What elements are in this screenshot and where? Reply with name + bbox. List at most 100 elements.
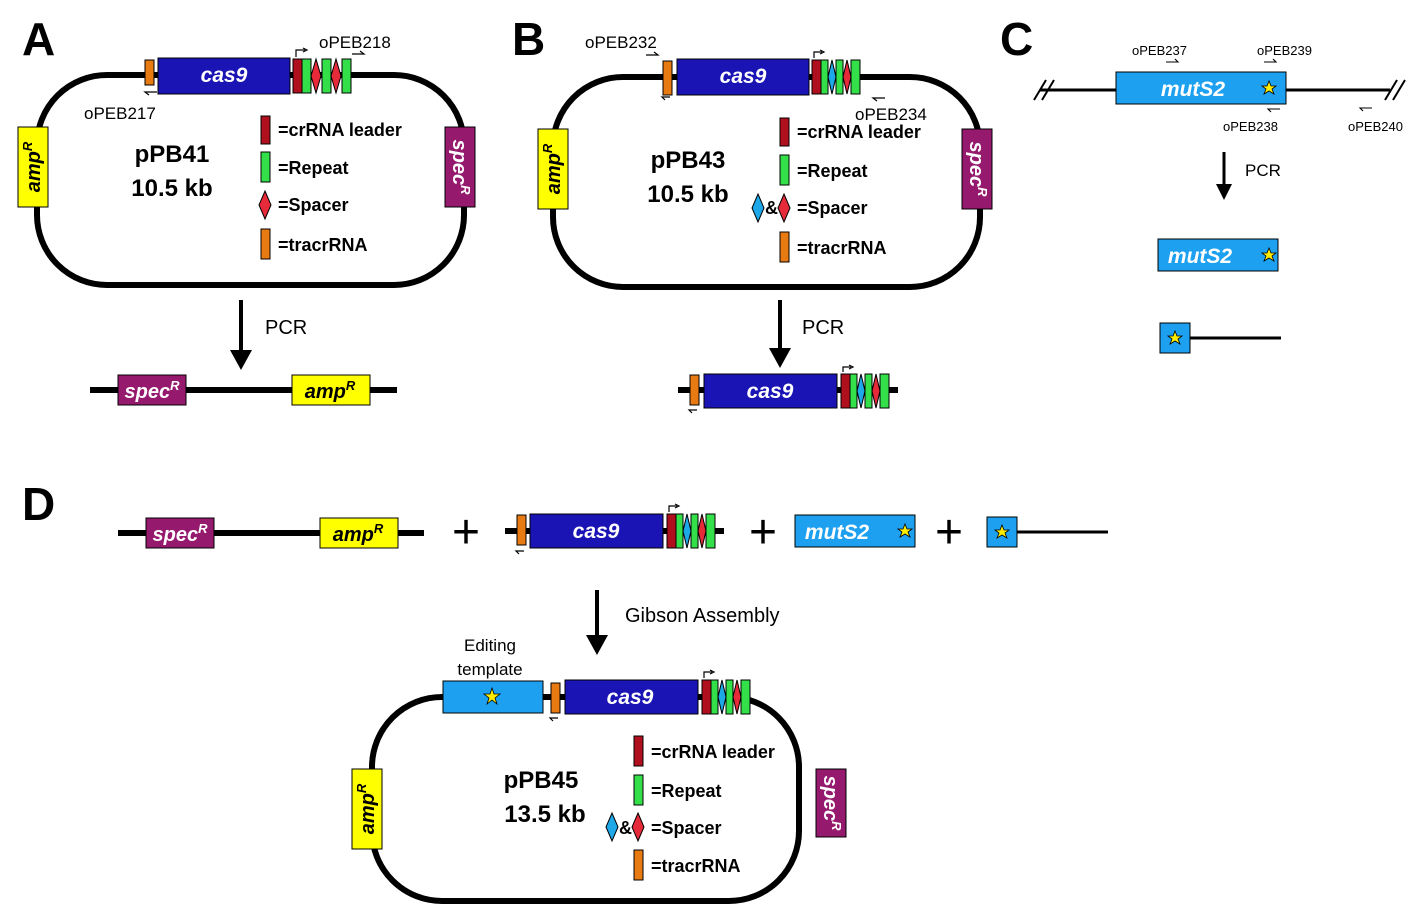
- break-mark-right: [1384, 79, 1406, 101]
- pcr-step-c: PCR: [1245, 161, 1281, 180]
- plasmid-a-name: pPB41: [135, 141, 210, 168]
- plus-sign: +: [749, 506, 777, 559]
- specr-gene: [145, 517, 215, 549]
- legend-crrna-label: =crRNA leader: [797, 122, 921, 142]
- mutation-star-icon: [1166, 329, 1184, 345]
- ampr-gene: [537, 128, 569, 210]
- specr-label: specR: [125, 378, 181, 403]
- cas9-gene: [564, 679, 699, 715]
- legend-tracr-swatch: [260, 228, 271, 260]
- legend-repeat-label: =Repeat: [278, 158, 349, 178]
- promoter-arrow: [842, 366, 851, 372]
- repeat-element: [321, 58, 332, 94]
- legend-and: &: [619, 818, 632, 838]
- ampr-gene: [17, 126, 49, 208]
- mutS2-gene: [1115, 71, 1287, 105]
- spacer-element: [871, 373, 881, 409]
- repeat-element: [690, 513, 699, 549]
- legend-crrna-label: =crRNA leader: [651, 742, 775, 762]
- panel-c-label: C: [1000, 13, 1033, 65]
- primer-opeb234: oPEB234: [855, 105, 927, 124]
- legend-spacer-label: =Spacer: [278, 195, 349, 215]
- plasmid-a-size: 10.5 kb: [131, 175, 212, 202]
- legend-spacer-red-swatch: [631, 811, 645, 843]
- primer-opeb238: oPEB238: [1223, 119, 1278, 134]
- promoter-arrow-head: [674, 503, 681, 509]
- legend-tracr-swatch: [633, 849, 644, 881]
- panel-a-label: A: [22, 13, 55, 65]
- primer-opeb218: oPEB218: [319, 33, 391, 52]
- legend-tracr-label: =tracrRNA: [651, 856, 741, 876]
- mutation-star-icon: [1260, 79, 1278, 95]
- spacer-element: [682, 513, 692, 549]
- primer-arrow-rev: [1266, 108, 1280, 113]
- primer-arrow-fwd: [646, 51, 660, 56]
- spacer-element: [330, 57, 342, 95]
- pcr-arrowhead-c: [1216, 184, 1232, 200]
- repeat-element: [820, 59, 829, 95]
- mutS2-fragment: [1157, 238, 1279, 272]
- cas9-gene: [529, 513, 664, 549]
- cas9-label: cas9: [747, 380, 794, 403]
- spacer-element: [697, 513, 707, 549]
- primer-opeb240: oPEB240: [1348, 119, 1403, 134]
- downstream-fragment-box: [1159, 322, 1191, 354]
- spacer-element: [856, 373, 866, 409]
- promoter-arrow-head: [709, 669, 716, 675]
- mutation-star-icon: [482, 686, 502, 706]
- primer-arrow-rev: [1358, 107, 1372, 112]
- break-mark-left: [1033, 79, 1055, 101]
- mutS2-fragment: [794, 514, 916, 548]
- repeat-element: [849, 373, 858, 409]
- specr-label: specR: [448, 140, 473, 196]
- primer-arrow-fwd: [1166, 58, 1180, 63]
- promoter-arrow-head: [302, 47, 309, 53]
- pcr-step-b: PCR: [802, 317, 844, 339]
- spacer-element: [732, 679, 742, 715]
- mutation-star-icon: [896, 522, 914, 538]
- legend-repeat-swatch: [633, 774, 644, 806]
- cas9-label: cas9: [607, 686, 654, 709]
- promoter-arrow: [295, 49, 305, 57]
- repeat-element: [705, 513, 716, 549]
- legend-tracr-swatch: [779, 231, 790, 263]
- tracr-rna-element: [662, 60, 673, 96]
- gibson-arrowhead: [586, 635, 608, 655]
- tracr-arrow: [660, 96, 670, 101]
- crrna-leader-element: [840, 373, 851, 409]
- promoter-arrow-head: [819, 49, 826, 55]
- ampr-label: ampR: [540, 143, 565, 194]
- cas9-label: cas9: [573, 520, 620, 543]
- specr-gene: [815, 768, 847, 838]
- spacer-element: [842, 59, 852, 95]
- specr-gene: [444, 126, 476, 208]
- ampr-gene: [291, 374, 371, 406]
- repeat-element: [725, 679, 734, 715]
- repeat-element: [740, 679, 751, 715]
- plasmid-b-name: pPB43: [651, 147, 726, 174]
- repeat-element: [864, 373, 873, 409]
- specr-label: specR: [153, 521, 209, 546]
- ampr-label: ampR: [20, 141, 45, 192]
- cas9-gene: [703, 373, 838, 409]
- tracr-rna-element: [144, 59, 155, 86]
- legend-repeat-swatch: [260, 151, 271, 183]
- pcr-step-a: PCR: [265, 317, 307, 339]
- legend-crrna-swatch: [779, 117, 790, 147]
- ampr-label: ampR: [305, 378, 356, 403]
- legend-repeat-swatch: [779, 154, 790, 186]
- promoter-arrow: [668, 505, 677, 512]
- cas9-gene: [157, 57, 291, 95]
- ampr-label: ampR: [333, 521, 384, 546]
- ampr-gene: [319, 517, 399, 549]
- legend-tracr-label: =tracrRNA: [278, 235, 368, 255]
- legend-spacer-label: =Spacer: [651, 818, 722, 838]
- primer-arrow-fwd: [1264, 58, 1278, 63]
- specr-label: specR: [965, 142, 990, 198]
- primer-opeb232: oPEB232: [585, 33, 657, 52]
- panel-b-label: B: [512, 13, 545, 65]
- repeat-element: [710, 679, 719, 715]
- mutS2-label: mutS2: [805, 521, 870, 544]
- specr-gene: [117, 374, 187, 406]
